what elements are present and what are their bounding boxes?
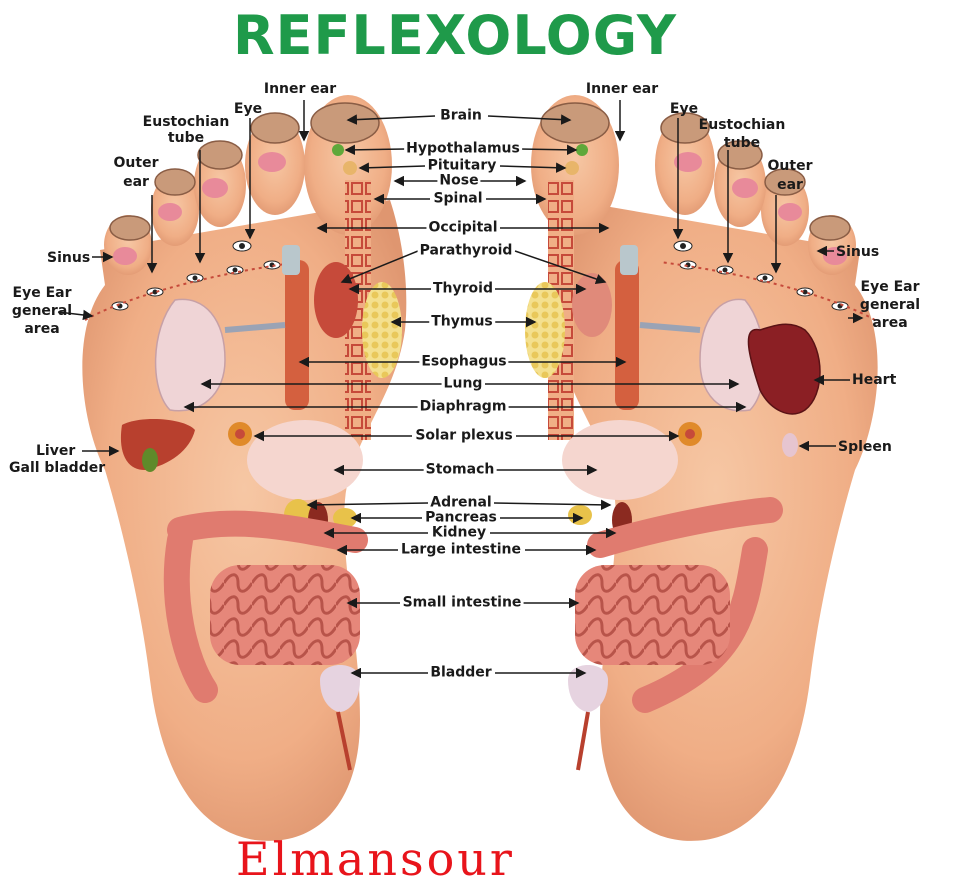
left-label-eustochian: Eustochian [142,114,230,130]
right-label-outer: Outer [767,158,813,174]
left-label-outer: Outer [113,155,159,171]
leader-lines [57,100,864,679]
label-diaphragm: Diaphragm [417,398,509,415]
thymus-left [362,282,402,378]
heart-organ [747,323,821,415]
thyroid-left [314,262,358,338]
left-label-general: general [11,303,73,319]
label-thyroid: Thyroid [431,280,495,297]
right-label-eustochian-tube: tube [723,135,761,151]
thyroid-right [572,273,612,337]
left-label-outer-ear: ear [123,174,149,190]
label-esophagus: Esophagus [419,353,509,370]
label-large-intestine: Large intestine [399,541,523,558]
label-solar-plexus: Solar plexus [413,427,515,444]
solar-plexus-icons [228,422,702,446]
ear-line [84,261,876,321]
esophagus-right [615,260,639,410]
label-thymus: Thymus [429,313,495,330]
right-label-outer-ear: ear [777,177,803,193]
sinus-spots [113,152,847,265]
right-label-eye: Eye [669,101,699,117]
label-kidney: Kidney [429,524,489,541]
right-label-area: area [872,315,908,331]
small-intestine-left [210,565,360,665]
page-title: REFLEXOLOGY [233,4,677,67]
label-hypothalamus: Hypothalamus [404,140,522,157]
left-label-eye-ear: Eye Ear [12,285,72,301]
label-bladder: Bladder [428,664,494,681]
right-label-eye-ear: Eye Ear [860,279,920,295]
small-intestine-right [575,565,730,665]
large-intestine-right [587,497,783,713]
left-label-eustochian-tube: tube [167,130,205,146]
label-pancreas: Pancreas [423,509,499,526]
label-spinal: Spinal [431,190,485,207]
right-label-sinus: Sinus [836,244,880,260]
left-label-gall-bladder: Gall bladder [9,460,106,476]
right-label-heart: Heart [852,372,897,388]
spleen-organ [782,433,798,457]
left-label-area: area [24,321,60,337]
bladder-left [320,665,360,712]
label-stomach: Stomach [423,461,497,478]
esophagus-left [285,260,309,410]
stomach-right [562,420,678,500]
left-label-inner-ear: Inner ear [263,81,337,97]
label-lung: Lung [441,375,485,392]
right-label-inner-ear: Inner ear [585,81,659,97]
label-occipital: Occipital [426,219,500,236]
liver-organ [120,418,195,470]
label-pituitary: Pituitary [425,157,499,174]
right-label-eustochian: Eustochian [698,117,786,133]
thymus-right [525,282,565,378]
left-label-sinus: Sinus [47,250,91,266]
label-parathyroid: Parathyroid [417,242,515,259]
brain-icons [109,102,851,241]
label-adrenal: Adrenal [428,494,494,511]
left-label-liver: Liver [36,443,76,459]
watermark-text: Elmansour [236,832,515,886]
label-brain: Brain [438,107,484,124]
stomach-left [247,420,363,500]
right-label-spleen: Spleen [838,439,892,455]
large-intestine-left [163,510,368,703]
label-small-intestine: Small intestine [400,594,524,611]
label-nose: Nose [437,172,481,189]
left-label-eye: Eye [233,101,263,117]
right-label-general: general [859,297,921,313]
